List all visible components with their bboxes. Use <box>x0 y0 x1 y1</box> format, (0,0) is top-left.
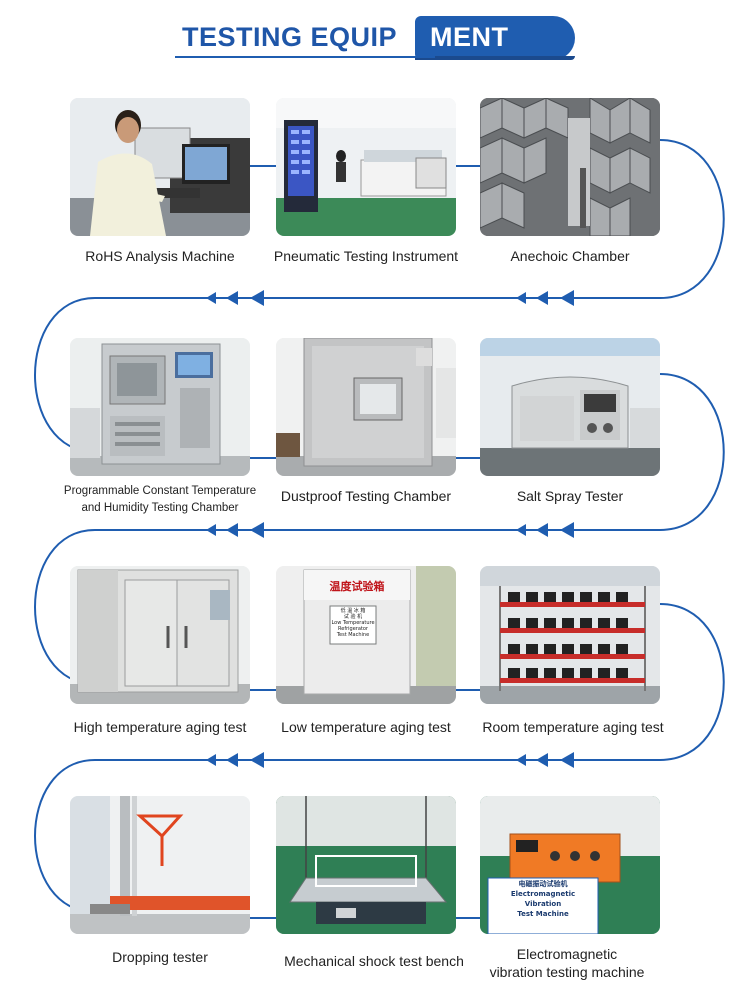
salt-spray-illustration <box>480 338 660 476</box>
anechoic-chamber-caption: Anechoic Chamber <box>510 248 630 264</box>
em-label-line-2: Electromagnetic <box>510 890 576 898</box>
electromagnetic-vibration-caption: Electromagnetic vibration testing machin… <box>452 945 682 981</box>
programmable-chamber-caption: Programmable Constant Temperature and Hu… <box>45 483 275 517</box>
dustproof-chamber-photo <box>276 338 456 476</box>
rohs-analysis-caption: RoHS Analysis Machine <box>85 248 235 264</box>
page-header: TESTING EQUIP MENT <box>0 0 750 70</box>
rohs-analysis-machine-photo <box>70 98 250 236</box>
low-temp-label-line-1: 低 温 冰 箱 <box>340 608 366 614</box>
high-temp-aging-photo <box>70 566 250 704</box>
salt-spray-tester-photo <box>480 338 660 476</box>
dropping-tester-caption: Dropping tester <box>112 949 208 965</box>
dustproof-chamber-caption: Dustproof Testing Chamber <box>280 488 452 504</box>
anechoic-chamber-illustration <box>480 98 660 236</box>
low-temp-label-line-2: 试 验 机 <box>343 614 363 620</box>
electromagnetic-vibration-photo: 电磁振动试验机 Electromagnetic Vibration Test M… <box>480 796 660 934</box>
humidity-chamber-illustration <box>70 338 250 476</box>
dropping-tester-illustration <box>70 796 250 934</box>
em-label-line-4: Test Machine <box>517 910 569 918</box>
room-temp-rack-illustration <box>480 566 660 704</box>
programmable-caption-line-2: and Humidity Testing Chamber <box>81 502 239 514</box>
low-temp-chamber-illustration <box>276 566 456 704</box>
programmable-caption-line-1: Programmable Constant Temperature <box>63 485 257 497</box>
mechanical-shock-caption: Mechanical shock test bench <box>284 953 464 969</box>
em-machine-label: 电磁振动试验机 Electromagnetic Vibration Test M… <box>488 879 598 919</box>
header-underline <box>175 56 435 58</box>
dustproof-chamber-illustration <box>276 338 456 476</box>
mechanical-shock-photo <box>276 796 456 934</box>
low-temp-label-line-5: Test Machine <box>336 632 370 638</box>
electromagnetic-caption-line-2: vibration testing machine <box>489 964 645 980</box>
em-label-line-1: 电磁振动试验机 <box>518 880 568 888</box>
electromagnetic-vibration-illustration <box>480 796 660 934</box>
electromagnetic-caption-line-1: Electromagnetic <box>516 946 618 962</box>
room-temp-aging-caption: Room temperature aging test <box>482 719 664 735</box>
salt-spray-caption: Salt Spray Tester <box>516 488 624 504</box>
shock-bench-illustration <box>276 796 456 934</box>
page-title-part-1: TESTING EQUIP <box>182 22 398 52</box>
pneumatic-instrument-illustration <box>276 98 456 236</box>
low-temp-label-line-4: Refrigerator <box>338 626 368 632</box>
low-temp-machine-label: 低 温 冰 箱 试 验 机 Low Temperature Refrigerat… <box>330 608 376 638</box>
low-temp-label-line-3: Low Temperature <box>331 620 375 626</box>
anechoic-chamber-photo <box>480 98 660 236</box>
em-label-line-3: Vibration <box>524 900 562 908</box>
high-temp-oven-illustration <box>70 566 250 704</box>
pneumatic-testing-caption: Pneumatic Testing Instrument <box>273 248 459 264</box>
header-title-banner <box>415 16 575 60</box>
rohs-machine-illustration <box>70 98 250 236</box>
pneumatic-testing-photo <box>276 98 456 236</box>
header-banner-shadow <box>415 56 575 60</box>
low-temp-sign-text: 温度试验箱 <box>329 580 385 593</box>
room-temp-aging-photo <box>480 566 660 704</box>
low-temp-aging-caption: Low temperature aging test <box>281 719 451 735</box>
programmable-chamber-photo <box>70 338 250 476</box>
low-temp-aging-photo: 温度试验箱 低 温 冰 箱 试 验 机 Low Temperature Refr… <box>276 566 456 704</box>
page-title-part-2: MENT <box>430 22 509 52</box>
high-temp-aging-caption: High temperature aging test <box>73 719 247 735</box>
dropping-tester-photo <box>70 796 250 934</box>
